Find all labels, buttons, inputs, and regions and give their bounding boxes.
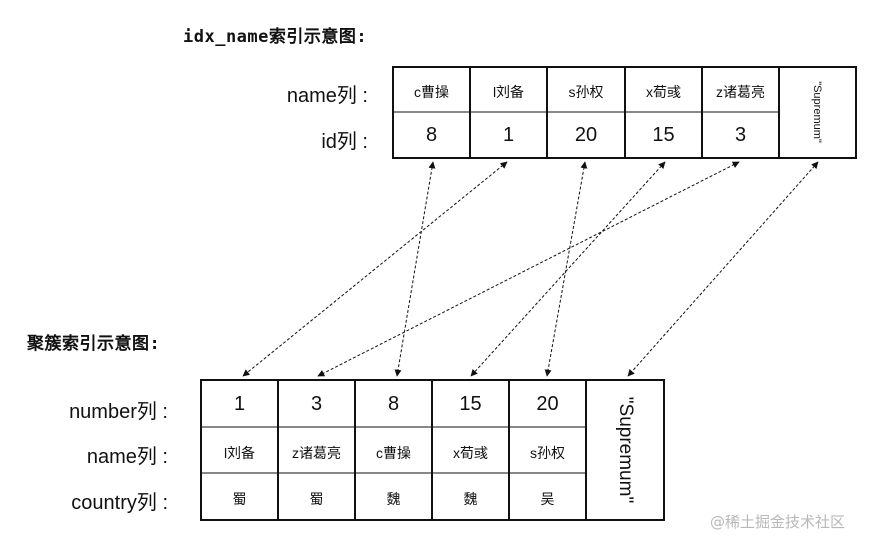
clustered-name-cell: l刘备 [223,445,256,461]
clustered-index-title: 聚簇索引示意图: [27,334,161,354]
secondary-name-cell: s孙权 [568,84,604,100]
clustered-number-cell: 8 [387,393,400,415]
secondary-name-cell: c曹操 [414,84,449,100]
clustered-name-cell: s孙权 [530,445,565,461]
arrow-id3-to-number3 [317,161,740,377]
clustered-name-cell: c曹操 [376,445,411,461]
clustered-country-cell: 蜀 [309,491,324,507]
secondary-id-cell: 8 [425,124,438,146]
secondary-id-cell: 15 [652,124,675,146]
secondary-index-table [392,66,857,159]
clustered-name-row-label: name列 : [86,446,168,468]
secondary-name-cell: x荀彧 [646,84,681,100]
clustered-name-cell: x荀彧 [453,445,488,461]
clustered-country-cell: 魏 [463,491,478,507]
clustered-number-cell: 20 [536,393,559,415]
secondary-name-row-label: name列 : [286,85,368,107]
clustered-number-cell: 3 [310,393,323,415]
clustered-country-cell: 蜀 [232,491,247,507]
clustered-index-table [200,379,665,521]
arrow-id8-to-number8 [394,161,436,377]
secondary-index-title: idx_name索引示意图: [183,27,368,47]
secondary-id-cell: 20 [574,124,598,146]
clustered-number-cell: 1 [233,393,246,415]
secondary-id-row-label: id列 : [321,131,368,153]
watermark: @稀土掘金技术社区 [710,513,846,531]
clustered-supremum-record: "Supremum" [615,396,636,504]
secondary-supremum-record: "Supremum" [811,81,823,143]
secondary-id-cell: 3 [734,124,747,146]
arrow-supremum-to-supremum [627,161,819,377]
clustered-country-cell: 魏 [386,491,401,507]
arrow-id15-to-number15 [470,161,666,377]
secondary-name-cell: z诸葛亮 [716,84,765,100]
arrow-id1-to-number1 [242,161,508,377]
clustered-name-cell: z诸葛亮 [292,445,341,461]
clustered-number-cell: 15 [459,393,482,415]
arrow-id20-to-number20 [544,161,588,377]
secondary-id-cell: 1 [502,124,515,146]
clustered-number-row-label: number列 : [69,401,168,423]
secondary-name-cell: l刘备 [492,84,525,100]
clustered-country-row-label: country列 : [71,492,168,514]
clustered-country-cell: 吴 [540,491,555,507]
